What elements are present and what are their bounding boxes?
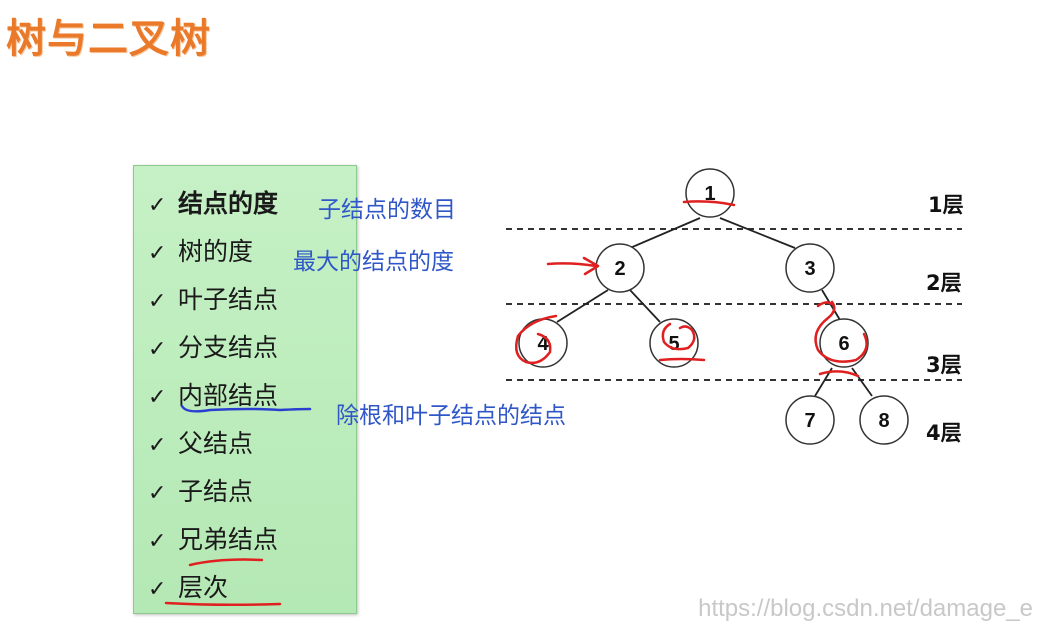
svg-text:5: 5 — [668, 333, 679, 355]
check-icon: ✓ — [148, 289, 167, 314]
slide-title: 树与二叉树 — [6, 16, 211, 62]
tree-node: 8 — [859, 395, 909, 445]
term-item: ✓层次 — [148, 573, 229, 602]
annotation-internal-node: 除根和叶子结点的结点 — [336, 403, 566, 429]
level-label: 3层 — [926, 353, 962, 377]
annotation-tree-degree: 最大的结点的度 — [293, 249, 454, 275]
term-item: ✓分支结点 — [148, 333, 279, 362]
red-underline-mark — [164, 601, 282, 607]
red-ink-mark — [682, 200, 736, 207]
red-underline-mark — [188, 558, 264, 567]
check-icon: ✓ — [148, 433, 167, 458]
tree-node: 3 — [785, 243, 835, 293]
term-item: ✓兄弟结点 — [148, 525, 279, 554]
check-icon: ✓ — [148, 481, 167, 506]
term-item: ✓树的度 — [148, 237, 254, 266]
red-ink-mark — [814, 300, 868, 363]
annotation-node-degree: 子结点的数目 — [318, 197, 456, 223]
tree-edge — [719, 217, 796, 249]
level-label: 4层 — [926, 421, 962, 445]
check-icon: ✓ — [148, 529, 167, 554]
tree-node: 7 — [785, 395, 835, 445]
red-arrow-mark — [546, 256, 600, 276]
svg-text:8: 8 — [878, 410, 889, 432]
svg-text:3: 3 — [804, 258, 815, 280]
red-ink-mark — [818, 370, 860, 378]
tree-node: 6 — [819, 318, 869, 368]
tree-node: 1 — [685, 168, 735, 218]
term-item: ✓结点的度 — [148, 189, 279, 218]
tree-edge — [629, 289, 661, 323]
tree-edge — [851, 367, 873, 397]
blue-underline-mark — [180, 404, 312, 413]
check-icon: ✓ — [148, 385, 167, 410]
check-icon: ✓ — [148, 193, 167, 218]
svg-text:7: 7 — [804, 410, 815, 432]
check-icon: ✓ — [148, 577, 167, 602]
term-item: ✓子结点 — [148, 477, 254, 506]
level-label: 1层 — [928, 193, 964, 217]
term-item: ✓内部结点 — [148, 381, 279, 410]
check-icon: ✓ — [148, 337, 167, 362]
term-list: ✓结点的度 ✓树的度 ✓叶子结点 ✓分支结点 ✓内部结点 ✓父结点 ✓子结点 ✓… — [133, 165, 357, 614]
tree-edge — [556, 289, 609, 323]
tree-edge — [821, 289, 841, 321]
check-icon: ✓ — [148, 241, 167, 266]
term-item: ✓父结点 — [148, 429, 254, 458]
tree-node: 2 — [595, 243, 645, 293]
svg-text:2: 2 — [614, 258, 625, 280]
term-item: ✓叶子结点 — [148, 285, 279, 314]
tree-edge — [629, 217, 701, 249]
level-label: 2层 — [926, 271, 962, 295]
red-ink-mark — [515, 314, 558, 365]
svg-text:1: 1 — [704, 183, 715, 205]
svg-text:6: 6 — [838, 333, 849, 355]
red-ink-mark — [658, 322, 706, 362]
watermark: https://blog.csdn.net/damage_e — [698, 595, 1033, 622]
tree-node: 5 — [649, 318, 699, 368]
